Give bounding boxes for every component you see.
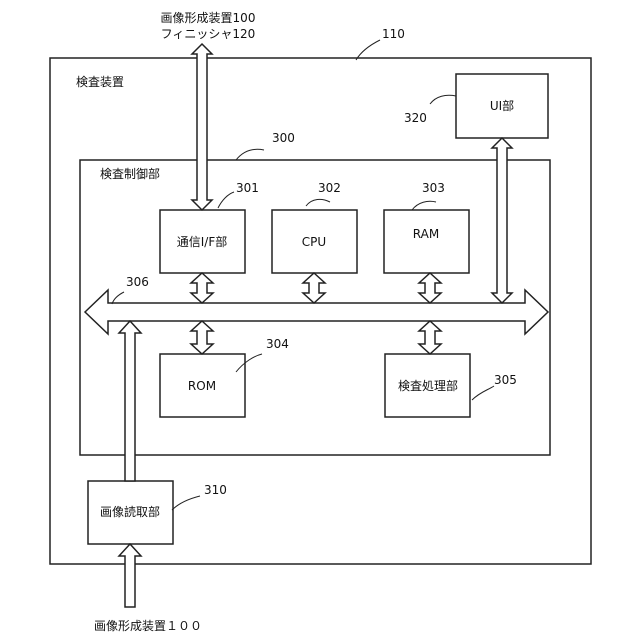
inspection-device-ref: 110 xyxy=(382,27,405,41)
bottom-label: 画像形成装置１００ xyxy=(94,619,202,633)
system-bus-ref: 306 xyxy=(126,275,149,289)
ui-unit-label: UI部 xyxy=(490,98,514,113)
rom-label: ROM xyxy=(188,379,216,393)
inspection-device-leader xyxy=(356,40,380,60)
top-label-line2: フィニッシャ120 xyxy=(161,27,256,41)
top-label-line1: 画像形成装置100 xyxy=(161,11,256,25)
inspection-processor-ref: 305 xyxy=(494,373,517,387)
control-unit-label: 検査制御部 xyxy=(100,166,160,181)
ram-box xyxy=(384,210,469,273)
rom-ref: 304 xyxy=(266,337,289,351)
image-reader-ref: 310 xyxy=(204,483,227,497)
inspection-device-label: 検査装置 xyxy=(76,75,124,89)
image-reader-label: 画像読取部 xyxy=(100,504,160,519)
ui-unit-ref: 320 xyxy=(404,111,427,125)
ram-label: RAM xyxy=(413,227,439,241)
inspection-processor-label: 検査処理部 xyxy=(398,378,458,393)
cpu-label: CPU xyxy=(302,235,326,249)
control-unit-ref: 300 xyxy=(272,131,295,145)
paper-input-arrow xyxy=(119,544,141,607)
comm-if-label: 通信I/F部 xyxy=(177,234,228,249)
ram-ref: 303 xyxy=(422,181,445,195)
cpu-ref: 302 xyxy=(318,181,341,195)
comm-if-ref: 301 xyxy=(236,181,259,195)
